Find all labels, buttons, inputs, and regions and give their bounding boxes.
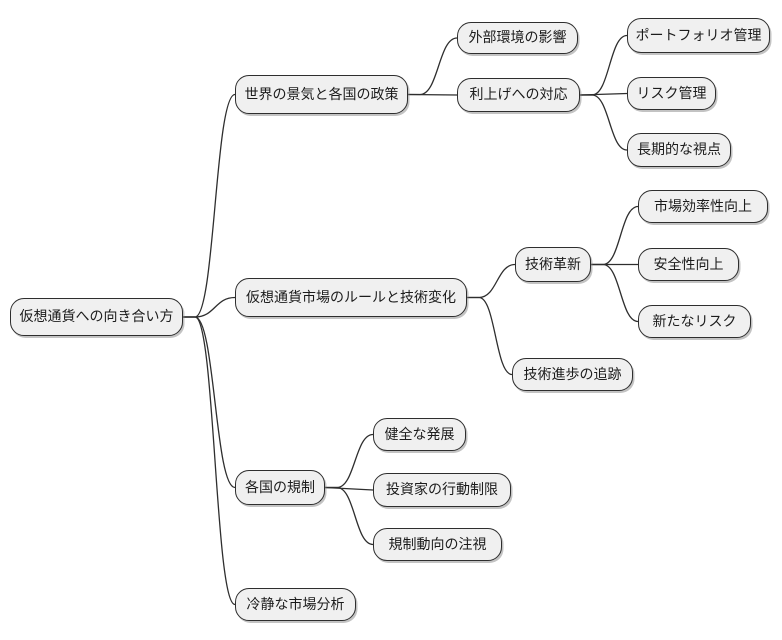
mindmap-edge [466, 296, 513, 376]
node-sound-development: 健全な発展 [373, 418, 466, 451]
node-market-efficiency: 市場効率性向上 [638, 190, 768, 223]
node-risk-management: リスク管理 [627, 77, 716, 110]
node-investor-limits: 投資家の行動制限 [373, 473, 511, 507]
mindmap-edge [590, 205, 639, 266]
node-safety: 安全性向上 [638, 248, 739, 281]
mindmap-edge [182, 296, 236, 318]
mindmap-edge [579, 94, 628, 151]
node-world-policy: 世界の景気と各国の政策 [235, 75, 408, 114]
mindmap-edge [324, 486, 374, 546]
mindmap-edge [182, 93, 236, 318]
node-rate-hike: 利上げへの対応 [457, 78, 580, 112]
node-regulations: 各国の規制 [235, 470, 325, 505]
mindmap-edge [590, 263, 639, 323]
node-calm-analysis: 冷静な市場分析 [235, 588, 356, 621]
node-long-term-view: 長期的な視点 [627, 133, 731, 167]
mindmap-edge [407, 37, 458, 96]
mindmap-edge [466, 263, 516, 299]
node-tech-tracking: 技術進歩の追跡 [512, 358, 633, 391]
node-market-rules: 仮想通貨市場のルールと技術変化 [235, 278, 467, 317]
mindmap-edge [324, 433, 374, 489]
node-watch-trends: 規制動向の注視 [373, 528, 502, 561]
mindmap-edge [182, 316, 236, 489]
node-root: 仮想通貨への向き合い方 [10, 298, 183, 336]
node-new-risk: 新たなリスク [638, 305, 751, 338]
node-portfolio: ポートフォリオ管理 [627, 18, 770, 53]
mindmap-edge [182, 316, 236, 606]
node-external-env: 外部環境の影響 [457, 22, 578, 54]
node-tech-innovation: 技術革新 [515, 247, 591, 282]
mindmap-edge [579, 34, 628, 96]
mindmap-edge [407, 93, 458, 96]
